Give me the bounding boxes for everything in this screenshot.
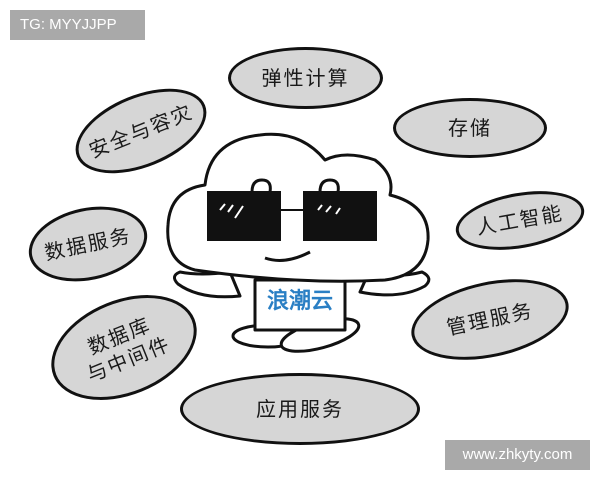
- right-lens: [303, 191, 377, 241]
- bubble-application: 应用服务: [180, 373, 420, 445]
- smile: [264, 250, 311, 262]
- bubble-elastic-compute: 弹性计算: [228, 47, 383, 109]
- right-ear: [318, 178, 340, 193]
- left-arm: [173, 270, 242, 299]
- watermark-bottom-right: www.zhkyty.com: [445, 440, 590, 470]
- left-lens: [207, 191, 281, 241]
- bubble-storage: 存储: [393, 98, 547, 158]
- torso: [253, 278, 347, 332]
- cloud-head: [166, 132, 430, 283]
- brand-logo-text: 浪潮云: [267, 288, 333, 314]
- watermark-top-left: TG: MYYJJPP: [10, 10, 145, 40]
- left-ear: [250, 178, 272, 193]
